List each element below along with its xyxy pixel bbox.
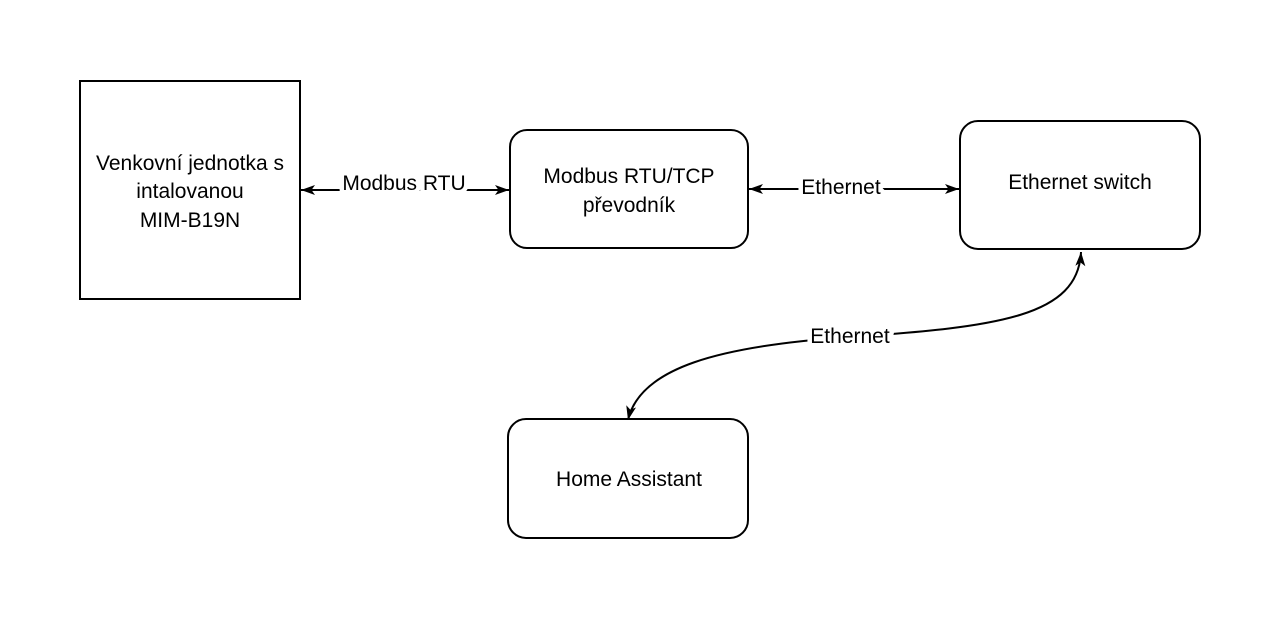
node-converter [509, 129, 749, 249]
edge-switch-home-assistant [626, 251, 1086, 421]
node-outdoor-unit-label-line3: MIM-B19N [140, 209, 240, 232]
node-home-assistant-label: Home Assistant [556, 468, 702, 491]
node-converter-label-line1: Modbus RTU/TCP [543, 165, 714, 188]
node-converter-label-line2: převodník [583, 194, 676, 217]
node-outdoor-unit-label-line2: intalovanou [136, 180, 243, 203]
node-outdoor-unit-label-line1: Venkovní jednotka s [96, 152, 284, 175]
node-ethernet-switch-label: Ethernet switch [1008, 171, 1152, 194]
node-ethernet-switch [959, 120, 1201, 250]
edge-outdoor-converter-label: Modbus RTU [342, 172, 465, 195]
node-outdoor-unit [79, 80, 301, 300]
node-home-assistant [507, 418, 749, 539]
edge-converter-switch-label: Ethernet [801, 176, 881, 199]
edge-switch-home-assistant-label: Ethernet [810, 325, 890, 348]
